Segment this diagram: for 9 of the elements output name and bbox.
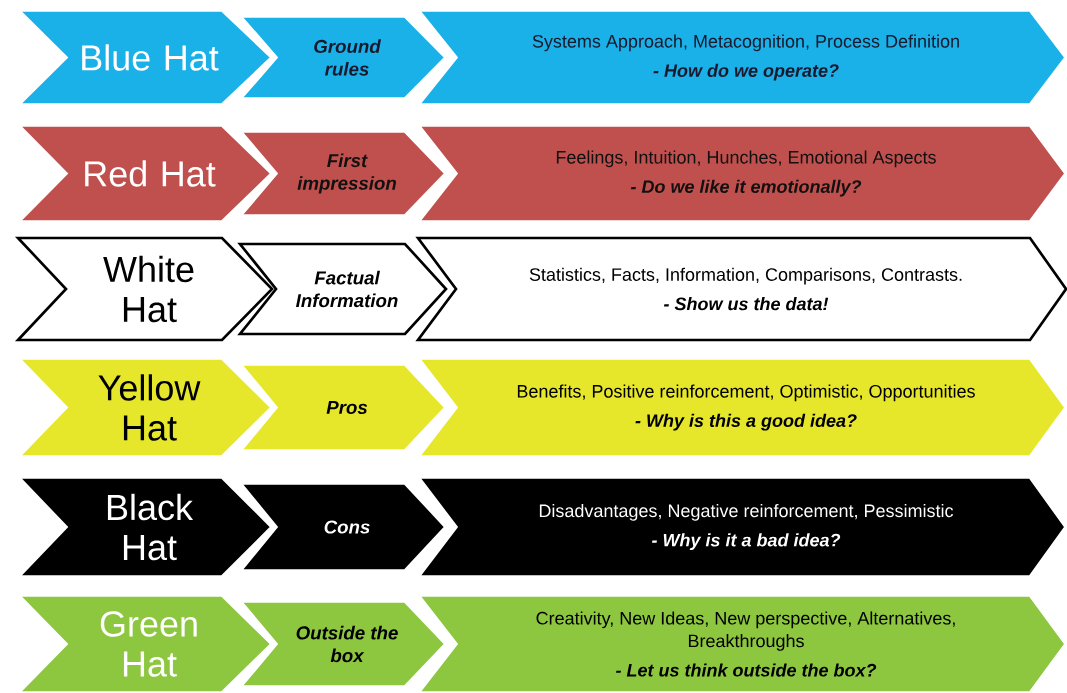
node-label: - Let us think outside the box?	[616, 663, 877, 677]
node-label: Feelings, Intuition, Hunches, Emotional Aspects	[556, 150, 936, 168]
node-label: Creativity, New Ideas, New perspective, Alternatives, Breakthroughs	[536, 611, 955, 651]
banner: Factual Information	[237, 242, 448, 336]
node-label: Green Hat	[100, 611, 197, 677]
banner: White Hat	[14, 236, 274, 342]
banner: Statistics, Facts, Information, Comparisons, Contrasts. - Show us the data!	[415, 236, 1067, 342]
node-label: Outside the box	[296, 625, 398, 663]
node-label: - Do we like it emotionally?	[630, 179, 862, 197]
